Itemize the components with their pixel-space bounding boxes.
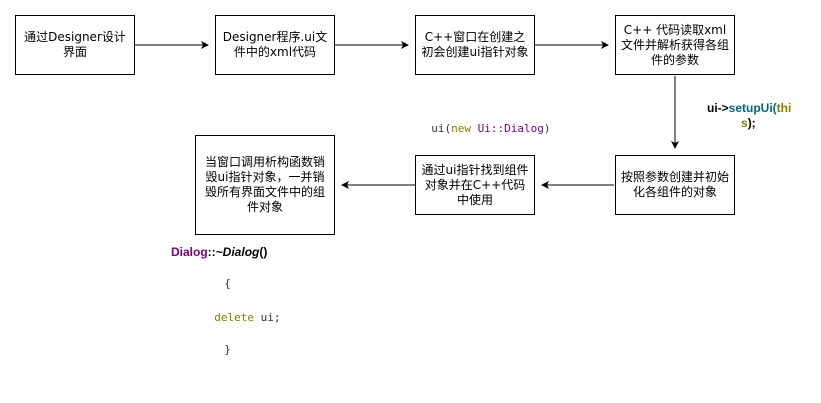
code-new-ui-dialog: ui(new Ui::Dialog) [418,109,550,135]
node-destroy-ui: 当窗口调用析构函数销毁ui指针对象，一并销毁所有界面文件中的组件对象 [195,135,335,235]
code-brace: } [224,343,231,356]
destructor-sep: :: [207,245,216,259]
node-create-widgets: 按照参数创建并初始化各组件的对象 [615,155,735,215]
setupui-suffix: ); [747,116,756,130]
node-text: Designer程序.ui文件中的xml代码 [222,30,328,59]
code-part: ) [543,122,551,135]
destructor-fn: ~Dialog [215,245,260,259]
node-text: 通过Designer设计界面 [24,30,126,59]
setupui-label: ui->setupUi(thi s); [707,101,791,131]
destructor-class: Dialog [171,245,208,259]
node-xml-code: Designer程序.ui文件中的xml代码 [215,15,335,75]
node-design-ui: 通过Designer设计界面 [15,15,135,75]
node-text: C++ 代码读取xml文件并解析获得各组件的参数 [620,22,729,67]
setupui-kw: s [741,116,748,130]
destructor-open-brace: { [211,264,231,290]
destructor-signature: Dialog::~Dialog() [171,245,267,259]
node-create-ui-pointer: C++窗口在创建之初会创建ui指针对象 [415,15,535,75]
node-use-widgets: 通过ui指针找到组件对象并在C++代码中使用 [415,155,535,215]
code-part: ui( [431,122,452,135]
code-part: ui; [254,311,281,324]
code-keyword: delete [214,311,254,324]
code-type: Ui::Dialog [477,122,544,135]
node-text: 按照参数创建并初始化各组件的对象 [620,170,729,199]
node-text: 通过ui指针找到组件对象并在C++代码中使用 [421,162,529,207]
setupui-line1: ui->setupUi(thi [707,101,791,116]
code-keyword: new [451,122,471,135]
setupui-line2: s); [707,116,791,131]
destructor-delete-stmt: delete ui; [201,298,281,324]
node-parse-xml: C++ 代码读取xml文件并解析获得各组件的参数 [615,15,735,75]
code-brace: { [224,277,231,290]
setupui-fn: setupUi( [728,101,777,115]
setupui-kw: thi [776,101,792,115]
destructor-parens: () [259,245,268,259]
setupui-prefix: ui-> [707,101,729,115]
node-text: 当窗口调用析构函数销毁ui指针对象，一并销毁所有界面文件中的组件对象 [204,155,325,214]
destructor-close-brace: } [211,330,231,356]
node-text: C++窗口在创建之初会创建ui指针对象 [421,30,529,59]
